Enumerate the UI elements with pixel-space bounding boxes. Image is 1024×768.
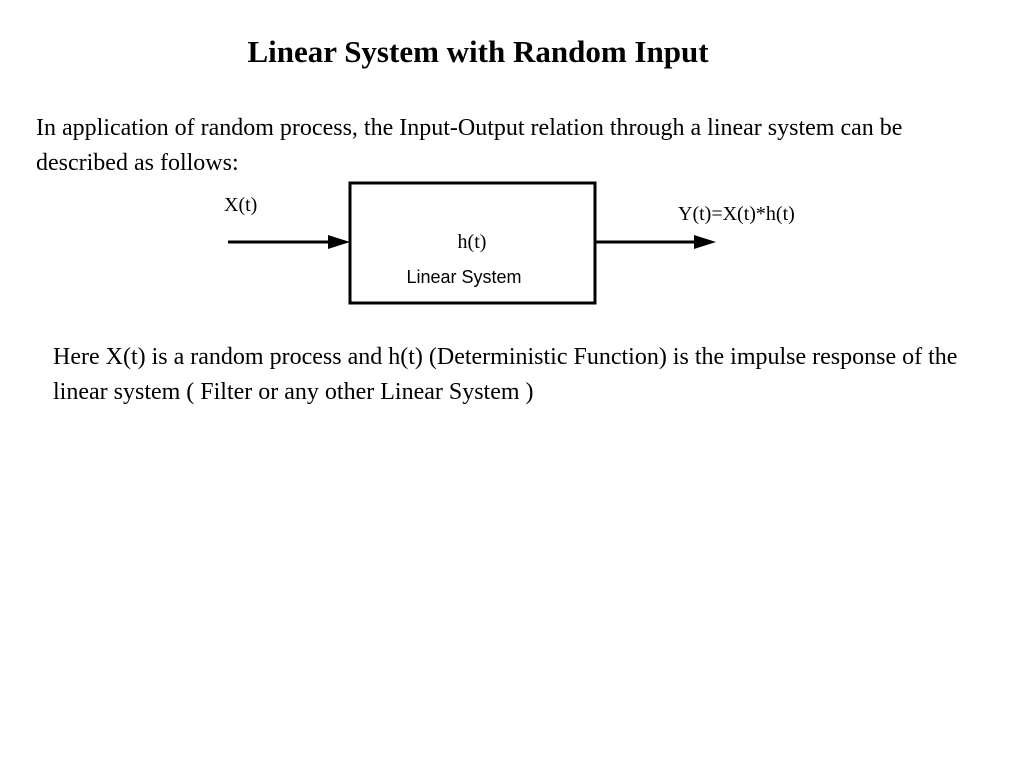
input-arrowhead [328,235,350,249]
description-paragraph: Here X(t) is a random process and h(t) (… [53,344,958,405]
system-name-label: Linear System [406,267,521,287]
system-function-label: h(t) [458,231,487,253]
linear-system-block [348,181,597,305]
output-label: Y(t)=X(t)*h(t) [678,203,795,225]
slide-title: Linear System with Random Input [247,34,709,69]
intro-paragraph: In application of random process, the In… [36,115,903,176]
input-label: X(t) [224,194,257,216]
output-arrowhead [694,235,716,249]
